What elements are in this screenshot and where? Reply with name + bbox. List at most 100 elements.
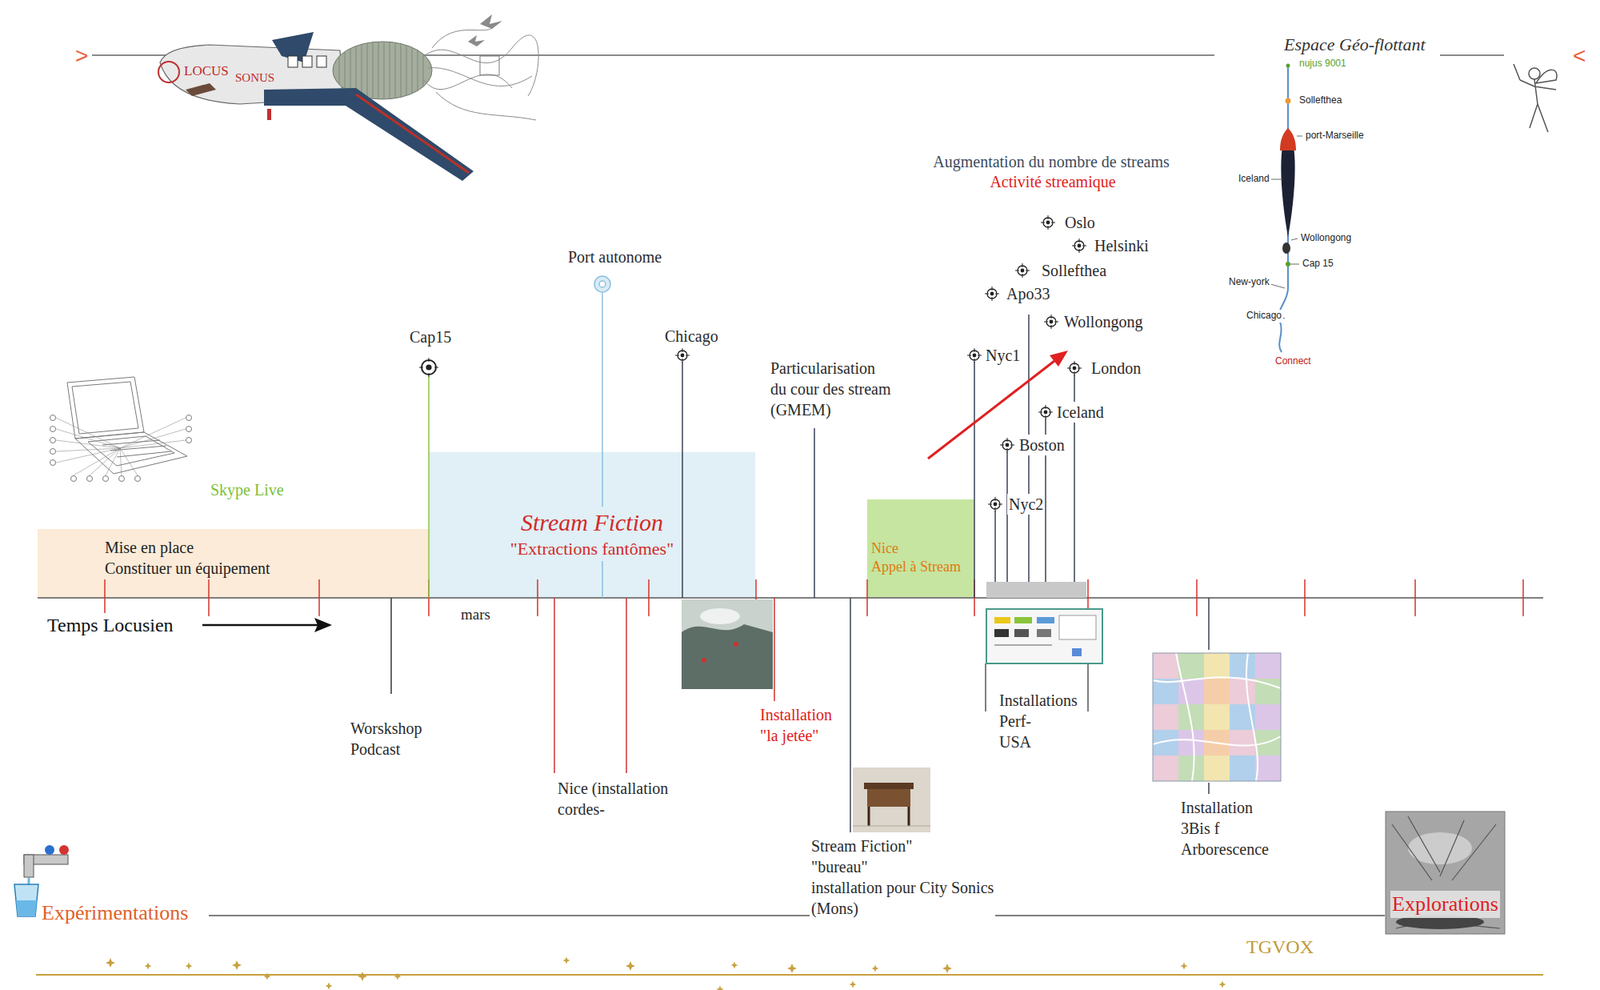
tgvox-star	[185, 962, 193, 970]
map-tile	[1178, 652, 1204, 679]
annotation-label: Port autonome	[566, 246, 664, 268]
axis-tick	[648, 579, 650, 616]
map-road	[1152, 736, 1281, 746]
tgvox-star	[1180, 962, 1188, 970]
annotation-label: <	[1571, 41, 1588, 71]
faucet-handle	[59, 844, 69, 855]
screenshot-block	[1072, 648, 1082, 656]
target-dot	[1049, 320, 1054, 324]
callout-circle	[50, 437, 56, 444]
target-tick	[995, 507, 996, 512]
event-stem	[1087, 663, 1089, 712]
screenshot-thumbnail	[986, 608, 1103, 664]
tangle-line	[432, 24, 496, 48]
picture-stroke	[1408, 816, 1440, 872]
screenshot-block	[1036, 616, 1055, 624]
stream-target	[988, 496, 1003, 512]
callout-leader	[56, 448, 120, 463]
text-line: (GMEM)	[770, 399, 892, 420]
callout-leader	[56, 417, 120, 448]
target-tick	[675, 355, 680, 356]
callout-circle	[186, 415, 192, 421]
time-arrow-head	[314, 617, 332, 632]
target-tick	[974, 358, 976, 363]
target-dot	[972, 353, 977, 358]
annotation-label: Helsinki	[1092, 235, 1151, 256]
map-land	[681, 624, 773, 689]
annotation-label: Augmentation du nombre de streams	[931, 151, 1172, 172]
laptop-base	[75, 432, 188, 474]
annotation-label: Installation 3Bis f Arborescence	[1179, 796, 1271, 860]
event-stem	[553, 597, 556, 773]
target-tick	[1044, 321, 1048, 323]
annotation-label: TGVOX	[1244, 934, 1316, 960]
axis-tick	[208, 579, 210, 616]
callout-leader	[120, 448, 122, 476]
band-text: Mise en place Constituer un équipement	[103, 536, 272, 579]
tgvox-star	[357, 971, 368, 981]
tgvox-star	[232, 960, 242, 970]
oval-stripe	[423, 54, 424, 88]
event-stem	[601, 292, 604, 598]
axis-tick	[1304, 579, 1306, 616]
map-picture	[681, 599, 773, 689]
annotation-label: mars	[459, 604, 492, 625]
growth-arrow-head	[1049, 350, 1068, 367]
desk-body	[867, 788, 911, 807]
tgvox-star	[716, 985, 724, 990]
map-dot	[1285, 98, 1292, 104]
target-tick	[1040, 222, 1045, 224]
city-map	[1152, 652, 1281, 781]
target-tick	[682, 358, 684, 363]
stream-target	[984, 286, 1000, 301]
cherub-wing	[1536, 69, 1557, 84]
event-stem	[849, 597, 852, 832]
annotation-label: Installations Perf- USA	[997, 689, 1080, 752]
timeline-band: Mise en place Constituer un équipement	[37, 528, 429, 597]
map-tile	[1229, 755, 1256, 781]
text-line: Installation	[1180, 796, 1269, 818]
event-stem	[1006, 451, 1008, 582]
screenshot-panel	[1059, 615, 1096, 640]
target-tick	[1051, 222, 1056, 224]
oval-stripe	[412, 47, 413, 94]
screenshot-block	[1014, 628, 1029, 637]
annotation-label: London	[1089, 357, 1143, 379]
annotation-label: LOCUS	[182, 62, 231, 80]
desk-leg	[908, 806, 911, 826]
text-line: USA	[999, 731, 1078, 752]
map-tile	[1152, 652, 1179, 679]
port-icon-core	[599, 280, 606, 288]
tgvox-star	[144, 962, 152, 970]
map-dot	[1286, 64, 1291, 68]
screenshot-block	[1014, 616, 1032, 624]
map-tile	[1204, 652, 1230, 679]
red-ring	[158, 61, 180, 83]
callout-circle	[119, 476, 125, 482]
red-stripe	[356, 94, 469, 173]
target-tick	[1007, 448, 1008, 452]
time-arrow	[202, 624, 320, 627]
target-dot	[1005, 443, 1010, 448]
event-stem	[773, 597, 776, 701]
callout-leader	[89, 448, 120, 476]
water-glass	[14, 884, 39, 916]
target-tick	[1048, 412, 1053, 413]
callout-circle	[103, 476, 109, 482]
picture-stroke	[1452, 824, 1496, 880]
target-tick	[434, 367, 439, 368]
oval-stripe	[378, 41, 380, 100]
map-ground	[681, 599, 773, 689]
target-tick	[1079, 238, 1080, 243]
stream-target	[419, 357, 439, 377]
target-tick	[1079, 248, 1080, 253]
navy-boom	[264, 88, 474, 181]
photo-ground	[852, 767, 931, 832]
screenshot-line	[994, 644, 1052, 646]
band-text: "Extractions fantômes"	[508, 537, 676, 561]
annotation-label: Temps Locusien	[45, 612, 176, 638]
timeline-band: Nice Appel à Stream	[867, 499, 975, 597]
desk-photo	[852, 767, 931, 832]
stream-target	[1038, 404, 1053, 420]
bird	[468, 35, 485, 47]
